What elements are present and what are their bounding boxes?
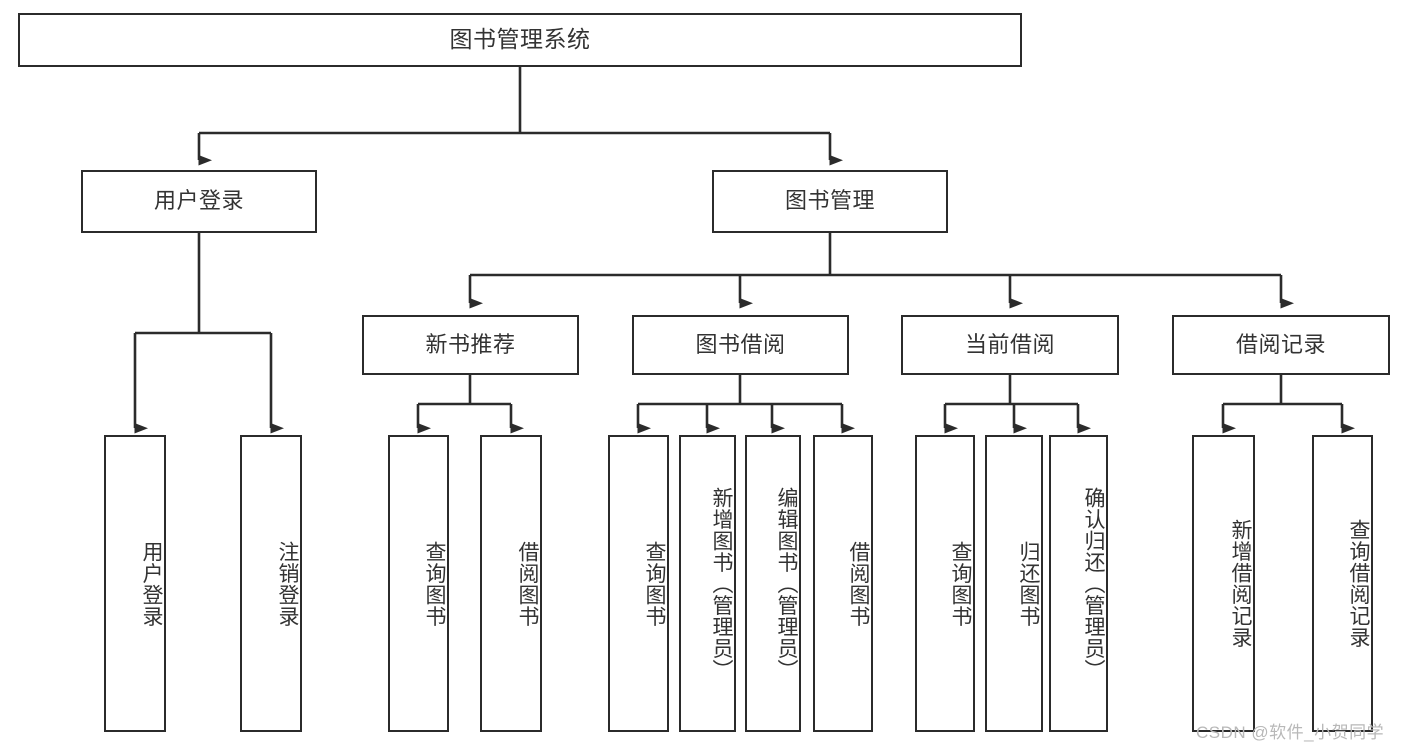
leaf-confirm-return[interactable]: 确认归还（管理员） [1049, 435, 1108, 732]
leaf-user-login[interactable]: 用户登录 [104, 435, 166, 732]
node-borrow-record[interactable]: 借阅记录 [1172, 315, 1390, 375]
node-new-book-recommend[interactable]: 新书推荐 [362, 315, 579, 375]
csdn-watermark: CSDN @软件_小贺同学 [1196, 723, 1385, 742]
node-book-borrow[interactable]: 图书借阅 [632, 315, 849, 375]
node-label: 借阅图书 [847, 540, 870, 627]
leaf-query-book-borrow[interactable]: 查询图书 [608, 435, 669, 732]
node-label: 查询借阅记录 [1347, 519, 1370, 648]
node-label: 图书管理 [784, 188, 875, 214]
node-label: 查询图书 [949, 540, 972, 627]
leaf-query-book-recommend[interactable]: 查询图书 [388, 435, 449, 732]
node-label: 查询图书 [643, 540, 666, 627]
leaf-borrow-book[interactable]: 借阅图书 [813, 435, 873, 732]
leaf-add-book[interactable]: 新增图书（管理员） [679, 435, 736, 732]
node-book-management-system[interactable]: 图书管理系统 [18, 13, 1022, 67]
node-label: 查询图书 [423, 540, 446, 627]
node-label: 图书管理系统 [449, 26, 591, 53]
node-label: 当前借阅 [964, 331, 1055, 357]
node-label: 确认归还（管理员） [1082, 486, 1105, 681]
node-label: 注销登录 [276, 540, 299, 627]
leaf-borrow-book-recommend[interactable]: 借阅图书 [480, 435, 542, 732]
node-label: 图书借阅 [695, 331, 786, 357]
node-book-manage[interactable]: 图书管理 [712, 170, 948, 233]
leaf-edit-book[interactable]: 编辑图书（管理员） [745, 435, 801, 732]
node-label: 新增图书（管理员） [710, 486, 733, 681]
leaf-return-book[interactable]: 归还图书 [985, 435, 1043, 732]
leaf-query-book-current[interactable]: 查询图书 [915, 435, 975, 732]
node-user-login[interactable]: 用户登录 [81, 170, 317, 233]
node-current-borrow[interactable]: 当前借阅 [901, 315, 1119, 375]
node-label: 借阅图书 [516, 540, 539, 627]
leaf-logout[interactable]: 注销登录 [240, 435, 302, 732]
node-label: 用户登录 [140, 540, 163, 627]
node-label: 归还图书 [1017, 540, 1040, 627]
leaf-add-borrow-record[interactable]: 新增借阅记录 [1192, 435, 1255, 732]
node-label: 用户登录 [153, 188, 244, 214]
node-label: 借阅记录 [1235, 331, 1326, 357]
node-label: 新增借阅记录 [1229, 519, 1252, 648]
leaf-query-borrow-record[interactable]: 查询借阅记录 [1312, 435, 1373, 732]
node-label: 新书推荐 [425, 331, 516, 357]
node-label: 编辑图书（管理员） [775, 486, 798, 681]
